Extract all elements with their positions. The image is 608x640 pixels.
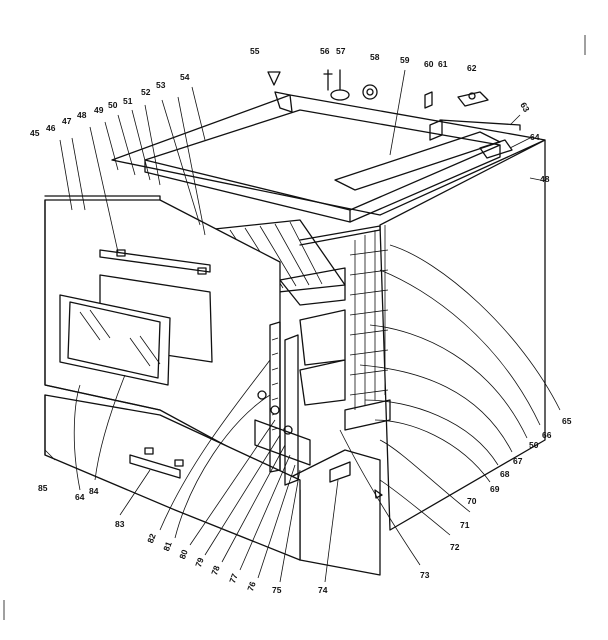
callout-60: 60 (424, 59, 434, 69)
callout-51: 51 (123, 96, 133, 106)
leader-lines (44, 69, 561, 583)
callout-55: 55 (250, 46, 260, 56)
storage-drawer (44, 394, 301, 561)
callout-68: 68 (500, 469, 510, 479)
callout-71: 71 (460, 520, 470, 530)
callout-76: 76 (245, 580, 258, 593)
callout-67: 67 (513, 456, 523, 466)
callout-62: 62 (467, 63, 477, 73)
callout-78: 78 (209, 564, 222, 577)
callout-74: 74 (318, 585, 328, 595)
callout-64b: 64 (75, 492, 85, 502)
callout-75: 75 (272, 585, 282, 595)
callout-69: 69 (490, 484, 500, 494)
callout-81: 81 (161, 540, 174, 553)
callout-48b: 48 (540, 174, 550, 184)
callout-64: 64 (530, 132, 540, 142)
callout-61: 61 (438, 59, 448, 69)
callout-57: 57 (336, 46, 346, 56)
callout-58: 58 (370, 52, 380, 62)
callout-63: 63 (518, 101, 532, 114)
callout-70: 70 (467, 496, 477, 506)
callout-80: 80 (177, 548, 190, 561)
callout-66: 66 (542, 430, 552, 440)
callout-82: 82 (145, 532, 158, 545)
callout-59: 59 (400, 55, 410, 65)
callout-83: 83 (115, 519, 125, 529)
callout-49: 49 (94, 105, 104, 115)
callout-79: 79 (193, 556, 206, 569)
callout-47: 47 (62, 116, 72, 126)
callout-77: 77 (227, 572, 240, 585)
callout-labels: 45 46 47 48 49 50 51 52 53 54 55 56 57 5… (30, 46, 572, 595)
callout-50b: 50 (529, 440, 539, 450)
top-parts (267, 69, 521, 159)
callout-45: 45 (30, 128, 40, 138)
callout-50: 50 (108, 100, 118, 110)
callout-73: 73 (420, 570, 430, 580)
callout-56: 56 (320, 46, 330, 56)
callout-85: 85 (38, 483, 48, 493)
callout-72: 72 (450, 542, 460, 552)
callout-65: 65 (562, 416, 572, 426)
callout-84: 84 (89, 486, 99, 496)
callout-53: 53 (156, 80, 166, 90)
callout-52: 52 (141, 87, 151, 97)
callout-48: 48 (77, 110, 87, 120)
callout-46: 46 (46, 123, 56, 133)
callout-54: 54 (180, 72, 190, 82)
